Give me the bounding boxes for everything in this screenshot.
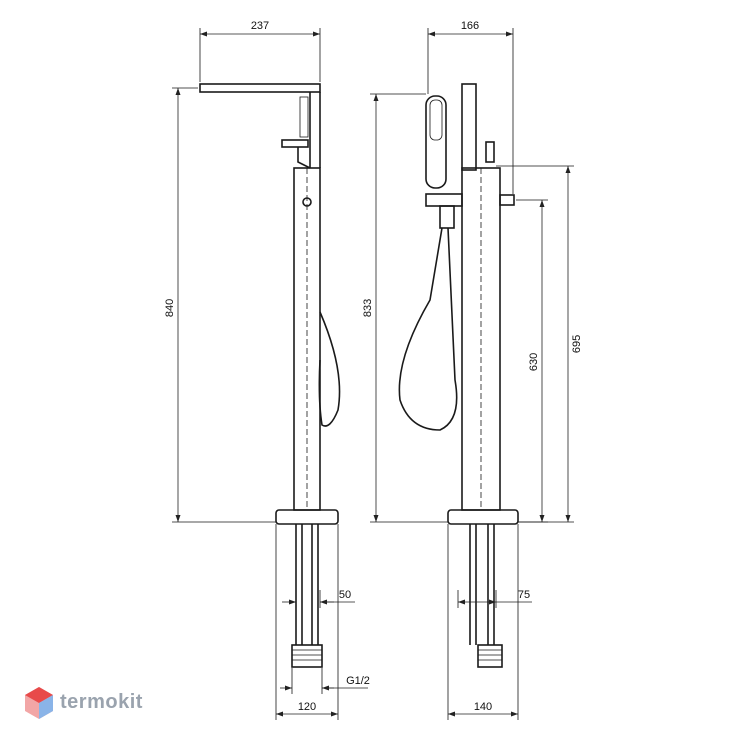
dim-handle-height: 695: [571, 335, 583, 353]
side-view: [398, 83, 519, 668]
dimension-labels: 237 166 840 833 630 695 50 75 G1/2 120 1…: [164, 20, 583, 713]
side-pipe-fitting: [477, 644, 503, 668]
hand-shower: [425, 95, 447, 189]
spout: [199, 83, 321, 93]
termokit-logo-icon: [25, 687, 53, 719]
front-view: [199, 83, 341, 668]
termokit-logo-text: termokit: [60, 691, 143, 713]
supply-pipes: [295, 524, 319, 645]
side-floor-base: [447, 509, 519, 525]
spout-detail: [299, 96, 309, 138]
dim-pipe-spacing-front: 50: [339, 589, 351, 601]
dim-holder-height: 630: [528, 353, 540, 371]
dimension-lines: [172, 28, 574, 720]
dim-base-width-front: 120: [298, 701, 316, 713]
shower-hose: [318, 311, 341, 427]
dim-spout-reach: 237: [251, 20, 269, 32]
pipe-fitting: [291, 644, 323, 668]
floor-base: [275, 509, 339, 525]
dim-total-height-front: 840: [164, 299, 176, 317]
side-hose: [398, 227, 458, 431]
lever-handle: [281, 139, 309, 148]
side-supply-pipes: [469, 524, 495, 645]
dim-base-width-side: 140: [474, 701, 492, 713]
dim-pipe-spacing-side: 75: [518, 589, 530, 601]
spout-post: [461, 83, 477, 171]
dim-total-height-side: 833: [362, 299, 374, 317]
side-handle-knob: [499, 194, 515, 206]
shower-holder: [425, 193, 463, 207]
dim-side-width: 166: [461, 20, 479, 32]
dim-thread-size: G1/2: [346, 675, 370, 687]
hose-connector: [302, 197, 312, 207]
side-lever: [485, 141, 495, 163]
